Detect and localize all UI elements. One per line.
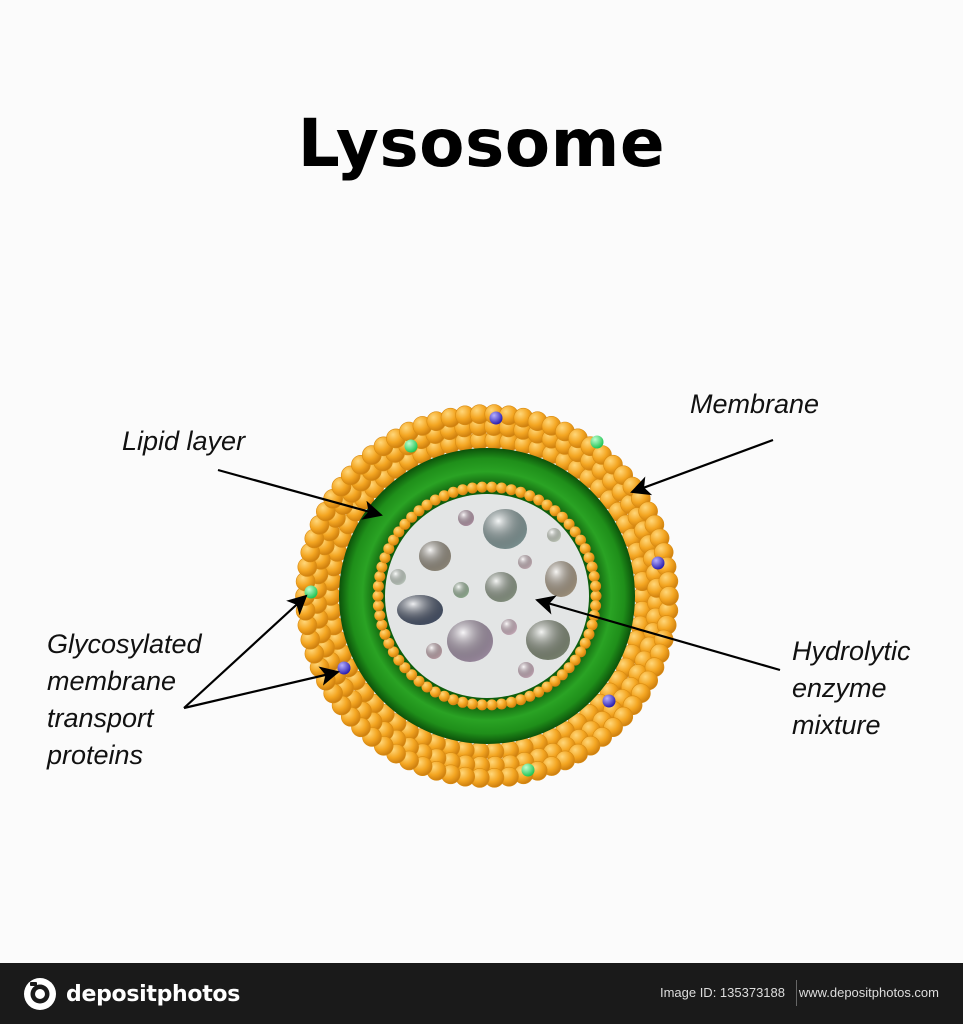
lysosome-illustration — [0, 0, 963, 963]
enzyme-vesicle-shade — [547, 528, 561, 542]
enzyme-vesicle-shade — [545, 561, 577, 597]
inner-lipid-bead — [587, 562, 598, 573]
label-glyco-line-4: proteins — [47, 737, 202, 774]
inner-lipid-bead — [374, 571, 385, 582]
glycoprotein-blue — [603, 695, 616, 708]
inner-lipid-bead — [477, 699, 488, 710]
glycoprotein-green — [522, 764, 535, 777]
inner-lipid-bead — [448, 487, 459, 498]
enzyme-vesicle-shade — [419, 541, 451, 571]
glycoprotein-blue — [490, 412, 503, 425]
inner-lipid-bead — [506, 697, 517, 708]
logo-text: depositphotos — [66, 982, 240, 1007]
inner-lipid-bead — [374, 610, 385, 621]
enzyme-vesicle-shade — [390, 569, 406, 585]
inner-lipid-bead — [496, 483, 507, 494]
image-id: Image ID: 135373188 — [660, 985, 785, 1000]
inner-lipid-bead — [376, 562, 387, 573]
inner-lipid-bead — [486, 699, 497, 710]
enzyme-vesicle-shade — [485, 572, 517, 602]
enzyme-vesicle-shade — [453, 582, 469, 598]
label-hydrolytic-enzyme: Hydrolytic enzyme mixture — [792, 633, 911, 744]
inner-lipid-bead — [457, 697, 468, 708]
inner-lipid-bead — [506, 484, 517, 495]
inner-lipid-bead — [373, 581, 384, 592]
enzyme-vesicle-shade — [518, 555, 532, 569]
enzyme-vesicle-shade — [526, 620, 570, 660]
inner-lipid-bead — [590, 600, 601, 611]
label-glycosylated-proteins: Glycosylated membrane transport proteins — [47, 626, 202, 774]
inner-lipid-bead — [591, 591, 602, 602]
footer-url[interactable]: www.depositphotos.com — [799, 985, 939, 1000]
enzyme-vesicle-shade — [426, 643, 442, 659]
arrow-glyco-2 — [184, 672, 338, 708]
label-membrane: Membrane — [690, 386, 819, 423]
glycoprotein-blue — [652, 557, 665, 570]
inner-lipid-bead — [590, 581, 601, 592]
lipid-bead — [660, 586, 679, 605]
footer-bar: depositphotos Image ID: 135373188 www.de… — [0, 963, 963, 1024]
arrow-glyco-1 — [184, 596, 306, 708]
inner-lipid-bead — [584, 552, 595, 563]
camera-logo-icon — [22, 976, 58, 1012]
inner-lipid-bead — [373, 600, 384, 611]
label-hydro-line-1: Hydrolytic — [792, 633, 911, 670]
enzyme-vesicle-shade — [483, 509, 527, 549]
label-glyco-line-3: transport — [47, 700, 202, 737]
label-lipid-layer: Lipid layer — [122, 423, 245, 460]
enzyme-vesicle-shade — [458, 510, 474, 526]
depositphotos-logo[interactable]: depositphotos — [22, 976, 240, 1012]
label-hydro-line-3: mixture — [792, 707, 911, 744]
inner-lipid-bead — [515, 694, 526, 705]
inner-lipid-bead — [467, 699, 478, 710]
glycoprotein-green — [591, 436, 604, 449]
glycoprotein-blue — [338, 662, 351, 675]
inner-lipid-bead — [467, 483, 478, 494]
label-hydro-line-2: enzyme — [792, 670, 911, 707]
inner-lipid-bead — [589, 571, 600, 582]
glycoprotein-green — [405, 440, 418, 453]
inner-lipid-bead — [477, 482, 488, 493]
enzyme-vesicle-shade — [397, 595, 443, 625]
inner-lipid-bead — [380, 629, 391, 640]
diagram-canvas: Lysosome — [0, 0, 963, 963]
enzyme-vesicle-shade — [447, 620, 493, 662]
enzyme-vesicle-shade — [518, 662, 534, 678]
enzyme-vesicle-shade — [501, 619, 517, 635]
inner-lipid-bead — [376, 620, 387, 631]
label-glyco-line-1: Glycosylated — [47, 626, 202, 663]
inner-lipid-bead — [496, 699, 507, 710]
inner-lipid-bead — [457, 484, 468, 495]
label-glyco-line-2: membrane — [47, 663, 202, 700]
arrow-membrane — [632, 440, 773, 492]
footer-divider — [796, 980, 797, 1006]
inner-lipid-bead — [587, 620, 598, 631]
inner-lipid-bead — [486, 482, 497, 493]
inner-lipid-bead — [373, 591, 384, 602]
